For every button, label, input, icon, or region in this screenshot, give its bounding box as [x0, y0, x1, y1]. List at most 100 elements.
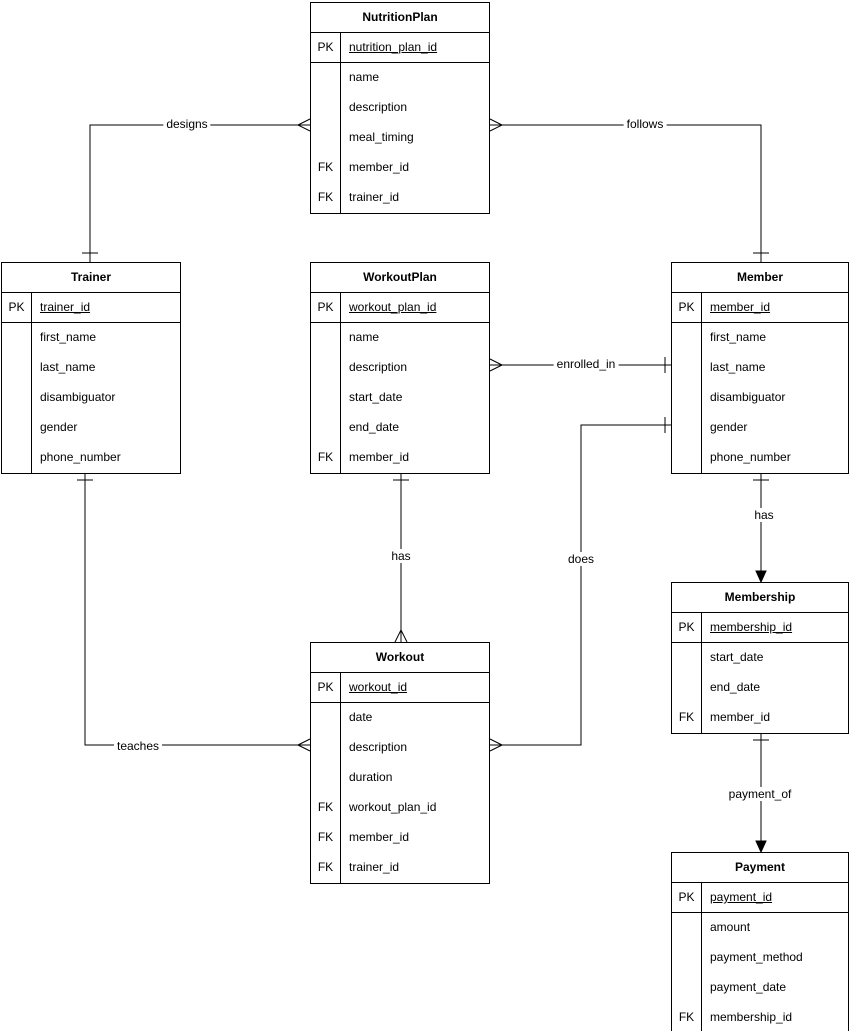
field-name: name	[349, 330, 380, 344]
key-cell	[2, 353, 32, 383]
fk-badge: FK	[672, 703, 702, 733]
entity-row: gender	[2, 413, 180, 443]
field-name: payment_date	[710, 980, 787, 994]
pk-badge: PK	[2, 293, 32, 322]
field-name: end_date	[349, 420, 400, 434]
relationship-label-payment_of: payment_of	[725, 787, 795, 801]
key-cell	[2, 383, 32, 413]
field-name: trainer_id	[349, 860, 400, 874]
relationship-label-follows: follows	[623, 117, 667, 131]
field-name: first_name	[710, 330, 767, 344]
entity-row: phone_number	[2, 443, 180, 473]
field-name: duration	[349, 770, 393, 784]
crowfoot-many-marker	[394, 629, 408, 643]
key-cell	[311, 413, 341, 443]
field-name: start_date	[349, 390, 403, 404]
fk-badge: FK	[311, 793, 341, 823]
key-cell	[2, 323, 32, 353]
field-name: member_id	[710, 300, 771, 314]
field-name: membership_id	[710, 620, 793, 634]
entity-title: WorkoutPlan	[311, 263, 489, 293]
crowfoot-many-marker	[489, 738, 503, 752]
fk-badge: FK	[311, 823, 341, 853]
entity-row: date	[311, 703, 489, 733]
entity-title: Member	[672, 263, 848, 293]
field-name: description	[349, 360, 408, 374]
field-name: gender	[40, 420, 78, 434]
relationship-line-follows	[490, 124, 762, 262]
field-name: workout_plan_id	[349, 300, 437, 314]
pk-badge: PK	[672, 293, 702, 322]
pk-badge: PK	[672, 883, 702, 912]
relationship-label-enrolled_in: enrolled_in	[553, 357, 619, 371]
entity-row: payment_method	[672, 943, 848, 973]
entity-row: FK membership_id	[672, 1003, 848, 1031]
entity-row: start_date	[311, 383, 489, 413]
entity-title: Payment	[672, 853, 848, 883]
key-cell	[672, 353, 702, 383]
entity-row: PK membership_id	[672, 613, 848, 643]
entity-row: meal_timing	[311, 123, 489, 153]
entity-row: first_name	[2, 323, 180, 353]
pk-badge: PK	[311, 293, 341, 322]
field-name: disambiguator	[40, 390, 116, 404]
entity-row: payment_date	[672, 973, 848, 1003]
field-name: last_name	[40, 360, 96, 374]
field-name: description	[349, 100, 408, 114]
relationship-label-has_workout: has	[388, 549, 414, 563]
key-cell	[311, 353, 341, 383]
entity-title: Membership	[672, 583, 848, 613]
key-cell	[672, 913, 702, 943]
entity-row: FK member_id	[672, 703, 848, 733]
key-cell	[672, 943, 702, 973]
pk-badge: PK	[311, 673, 341, 702]
field-name: nutrition_plan_id	[349, 40, 438, 54]
crowfoot-many-marker	[297, 738, 311, 752]
key-cell	[672, 643, 702, 673]
entity-row: PK workout_plan_id	[311, 293, 489, 323]
key-cell	[311, 733, 341, 763]
entity-row: end_date	[672, 673, 848, 703]
key-cell	[311, 763, 341, 793]
relationship-label-designs: designs	[163, 117, 211, 131]
field-name: member_id	[710, 710, 771, 724]
key-cell	[311, 323, 341, 353]
key-cell	[311, 383, 341, 413]
key-cell	[672, 443, 702, 473]
entity-row: description	[311, 733, 489, 763]
field-name: member_id	[349, 160, 410, 174]
key-cell	[2, 443, 32, 473]
field-name: phone_number	[710, 450, 791, 464]
key-cell	[672, 973, 702, 1003]
pk-badge: PK	[672, 613, 702, 642]
relationship-label-has_membership: has	[751, 508, 777, 522]
fk-badge: FK	[672, 1003, 702, 1031]
field-name: membership_id	[710, 1010, 793, 1024]
field-name: end_date	[710, 680, 761, 694]
entity-row: name	[311, 63, 489, 93]
key-cell	[311, 123, 341, 153]
field-name: member_id	[349, 450, 410, 464]
key-cell	[672, 323, 702, 353]
relationship-line-does	[490, 424, 671, 746]
entity-row: FK member_id	[311, 823, 489, 853]
entity-row: PK member_id	[672, 293, 848, 323]
field-name: payment_method	[710, 950, 803, 964]
field-name: start_date	[710, 650, 764, 664]
pk-badge: PK	[311, 33, 341, 62]
key-cell	[672, 673, 702, 703]
crowfoot-many-marker	[489, 118, 503, 132]
crowfoot-many-marker	[297, 118, 311, 132]
arrowhead-marker	[755, 840, 767, 854]
field-name: member_id	[349, 830, 410, 844]
